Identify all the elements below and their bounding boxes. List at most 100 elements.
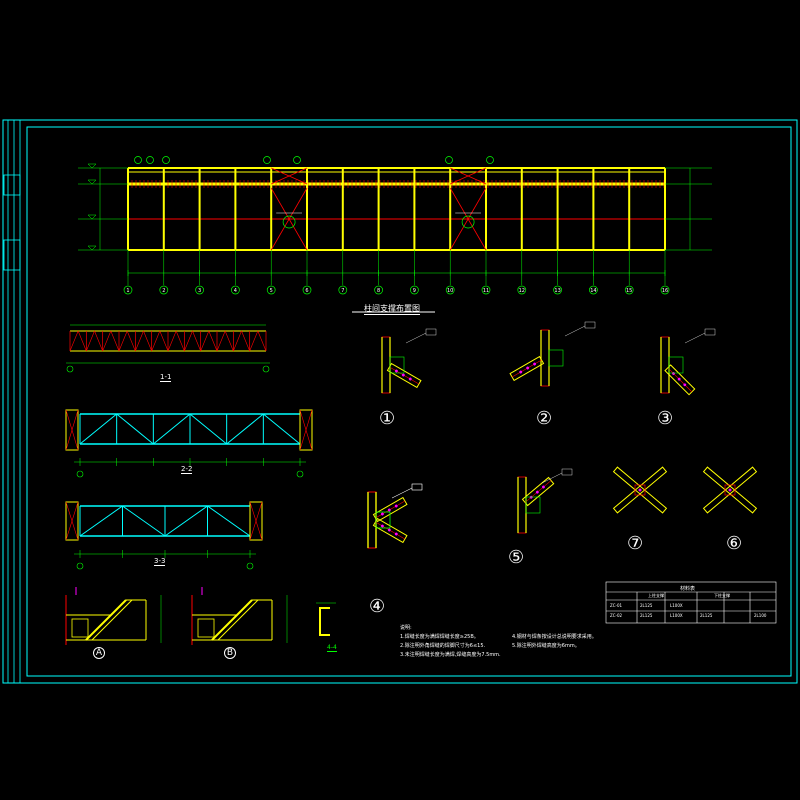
- diagonal: [167, 330, 177, 352]
- brace-b-body: [702, 466, 758, 514]
- axis-bubble: [159, 285, 169, 295]
- section-4-4-label: 4-4: [327, 644, 337, 652]
- diagonal: [86, 330, 95, 352]
- gusset-plate: [548, 349, 564, 367]
- brace-member: [521, 476, 555, 507]
- brace-member: [372, 517, 408, 544]
- brace-centerline: [524, 480, 552, 503]
- note-2: 2.除注明外角焊缝的焊脚尺寸为6≤15.: [400, 643, 486, 649]
- cross-node-1: [612, 466, 668, 514]
- diagonal: [110, 330, 120, 352]
- callout-box: [704, 328, 716, 336]
- diagonal: [249, 330, 259, 352]
- diagonal: [233, 330, 242, 352]
- diagonal: [192, 330, 201, 352]
- inner-frame: [26, 126, 792, 677]
- level-mark: [87, 179, 97, 185]
- table-header-right: 下柱支撑: [714, 593, 730, 598]
- axis-number: 15: [626, 288, 632, 294]
- callout-box: [561, 468, 573, 476]
- detail-label-4: ④: [369, 596, 386, 617]
- section-axis-bubble: [76, 562, 84, 570]
- leader-line: [541, 472, 563, 484]
- cross-node-2: [702, 466, 758, 514]
- diagonal: [79, 505, 123, 537]
- diagonal: [116, 413, 154, 445]
- column-web: [381, 336, 391, 394]
- diagonal: [189, 413, 227, 445]
- diagonal: [153, 413, 191, 445]
- diagonal: [216, 330, 226, 352]
- filler-plate: [724, 484, 736, 496]
- bolt: [387, 528, 391, 532]
- diagonal: [241, 330, 250, 352]
- diagonal: [263, 413, 301, 445]
- note-1: 1.焊缝长度为满焊焊缝长度≥25B。: [400, 634, 479, 640]
- axis-number: 7: [341, 288, 344, 294]
- table-cell-r2c5: 2L100: [754, 613, 767, 618]
- detail-label-6: ⑥: [726, 533, 743, 554]
- brace-diag: [85, 599, 127, 641]
- top-callout: [134, 156, 142, 164]
- brace-diagonal: [450, 167, 487, 185]
- level-mark: [87, 245, 97, 251]
- diagonal: [208, 330, 218, 352]
- brace-b-body: [612, 466, 668, 514]
- section-axis-bubble: [66, 365, 74, 373]
- axis-number: 4: [234, 288, 237, 294]
- axis-number: 6: [305, 288, 308, 294]
- bolt: [401, 373, 405, 377]
- diagonal: [118, 330, 128, 352]
- end-plate-cross: [65, 409, 79, 451]
- brace-diag-2: [217, 599, 259, 641]
- section-3-3-label: 3-3: [154, 557, 166, 566]
- diagonal: [159, 330, 169, 352]
- axis-number: 2: [162, 288, 165, 294]
- bolt: [394, 369, 398, 373]
- section-3-3: [65, 501, 263, 570]
- diagonal: [135, 330, 144, 352]
- diagonal: [151, 330, 161, 352]
- gusset-plate: [389, 356, 405, 374]
- detail-b: [191, 587, 288, 645]
- node-detail-1: [381, 328, 437, 394]
- detail-letter-a: A: [93, 647, 105, 659]
- channel-profile: [316, 602, 336, 636]
- bolt: [519, 370, 523, 374]
- brace-member: [509, 355, 545, 382]
- axis-bubble: [445, 285, 455, 295]
- section-axis-bubble: [262, 365, 270, 373]
- brace-a: [702, 466, 758, 514]
- table-title: 材料表: [680, 586, 696, 592]
- axis-bubble: [589, 285, 598, 295]
- diagonal: [224, 330, 234, 352]
- top-callout: [146, 156, 154, 164]
- level-mark: [87, 214, 97, 220]
- detail-label-2: ②: [536, 408, 553, 429]
- bolt: [533, 362, 537, 366]
- base-plate: [71, 618, 89, 638]
- table-cell-r1c2: 2L125: [640, 603, 653, 608]
- table-cell-r2c4: 2L125: [700, 613, 713, 618]
- table-cell-r2c3: L100X: [670, 613, 683, 618]
- diagonal: [79, 413, 117, 445]
- end-plate: [65, 409, 79, 451]
- diagonal: [77, 330, 87, 352]
- channel: [319, 607, 330, 636]
- column-web: [660, 336, 670, 394]
- bolt: [380, 524, 384, 528]
- bolt: [535, 490, 539, 494]
- gusset-plate: [668, 356, 684, 374]
- brace-diagonal: [449, 187, 487, 251]
- level-mark: [87, 163, 97, 169]
- node-detail-2: [509, 321, 596, 387]
- axis-bubble: [266, 285, 276, 295]
- node-details: [65, 321, 758, 645]
- axis-bubble: [481, 285, 491, 295]
- bolt: [394, 504, 398, 508]
- end-plate-cross: [299, 409, 313, 451]
- axis-bubble: [302, 285, 312, 295]
- bolt: [638, 488, 642, 492]
- callout-box: [425, 328, 437, 336]
